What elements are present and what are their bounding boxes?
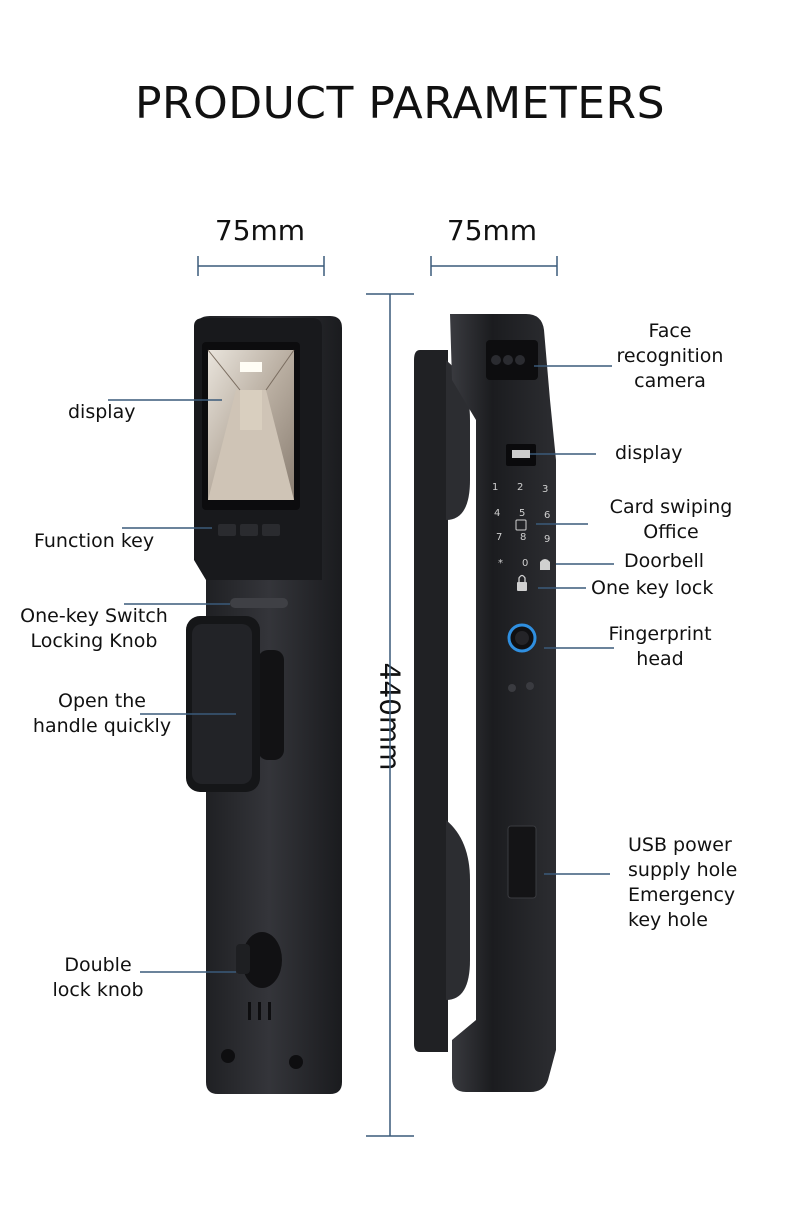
keypad: 1 2 3 4 5 6 7 8 9 * 0 [490, 482, 556, 572]
label-fingerprint-line1: Fingerprint [608, 623, 712, 645]
label-card-line2: Office [643, 521, 699, 543]
label-usb-emergency: USB power supply hole Emergency key hole [628, 833, 737, 933]
label-switch-knob-line2: Locking Knob [30, 630, 158, 652]
label-display-front: display [68, 401, 136, 423]
label-card-swiping: Card swiping Office [596, 495, 746, 545]
front-width-dimension [197, 256, 325, 276]
keypad-key[interactable]: 7 [496, 532, 503, 543]
lock-icon [517, 582, 527, 591]
function-key-center [240, 524, 258, 536]
label-usb-line4: key hole [628, 909, 708, 931]
height-dimension [366, 293, 414, 1137]
label-usb-line1: USB power [628, 834, 732, 856]
label-double-knob-line1: Double [64, 954, 132, 976]
keypad-key[interactable]: 0 [522, 558, 529, 569]
label-face-camera: Face recognition camera [602, 319, 738, 394]
side-width-label: 75mm [446, 214, 538, 247]
side-lock-body [414, 314, 556, 1092]
front-width-label: 75mm [214, 214, 306, 247]
double-lock-knob [242, 932, 282, 988]
label-switch-knob: One-key Switch Locking Knob [10, 604, 178, 654]
keypad-key[interactable]: 3 [542, 484, 549, 495]
label-doorbell: Doorbell [624, 550, 704, 572]
front-lock-body [186, 316, 342, 1094]
label-face-camera-line2: recognition [616, 345, 724, 367]
function-key-left [218, 524, 236, 536]
label-function-key: Function key [34, 530, 155, 552]
function-key-right [262, 524, 280, 536]
label-usb-line3: Emergency [628, 884, 736, 906]
page-title: PRODUCT PARAMETERS [134, 78, 666, 129]
label-face-camera-line3: camera [634, 370, 706, 392]
label-handle: Open the handle quickly [22, 689, 182, 739]
label-usb-line2: supply hole [628, 859, 738, 881]
keypad-key[interactable]: 2 [517, 482, 524, 493]
label-card-line1: Card swiping [609, 496, 733, 518]
keypad-key[interactable]: 8 [520, 532, 527, 543]
label-handle-line1: Open the [58, 690, 146, 712]
label-fingerprint: Fingerprint head [594, 622, 726, 672]
keypad-key[interactable]: 4 [494, 508, 501, 519]
card-reader-icon [515, 519, 527, 531]
side-width-dimension [430, 256, 558, 276]
keypad-key[interactable]: 6 [544, 510, 551, 521]
keypad-key[interactable]: 1 [492, 482, 499, 493]
keypad-key[interactable]: * [498, 558, 503, 569]
label-double-knob-line2: lock knob [52, 979, 144, 1001]
keypad-key[interactable]: 9 [544, 534, 551, 545]
label-double-knob: Double lock knob [38, 953, 158, 1003]
label-one-key-lock: One key lock [591, 577, 714, 599]
label-display-side: display [615, 442, 683, 464]
doorbell-icon [540, 559, 550, 570]
leader-lines [108, 365, 614, 973]
keypad-key[interactable]: 5 [519, 508, 526, 519]
label-handle-line2: handle quickly [32, 715, 172, 737]
switch-knob [230, 598, 288, 608]
label-fingerprint-line2: head [636, 648, 684, 670]
label-face-camera-line1: Face [648, 320, 692, 342]
label-switch-knob-line1: One-key Switch [20, 605, 168, 627]
usb-slot [507, 825, 537, 899]
